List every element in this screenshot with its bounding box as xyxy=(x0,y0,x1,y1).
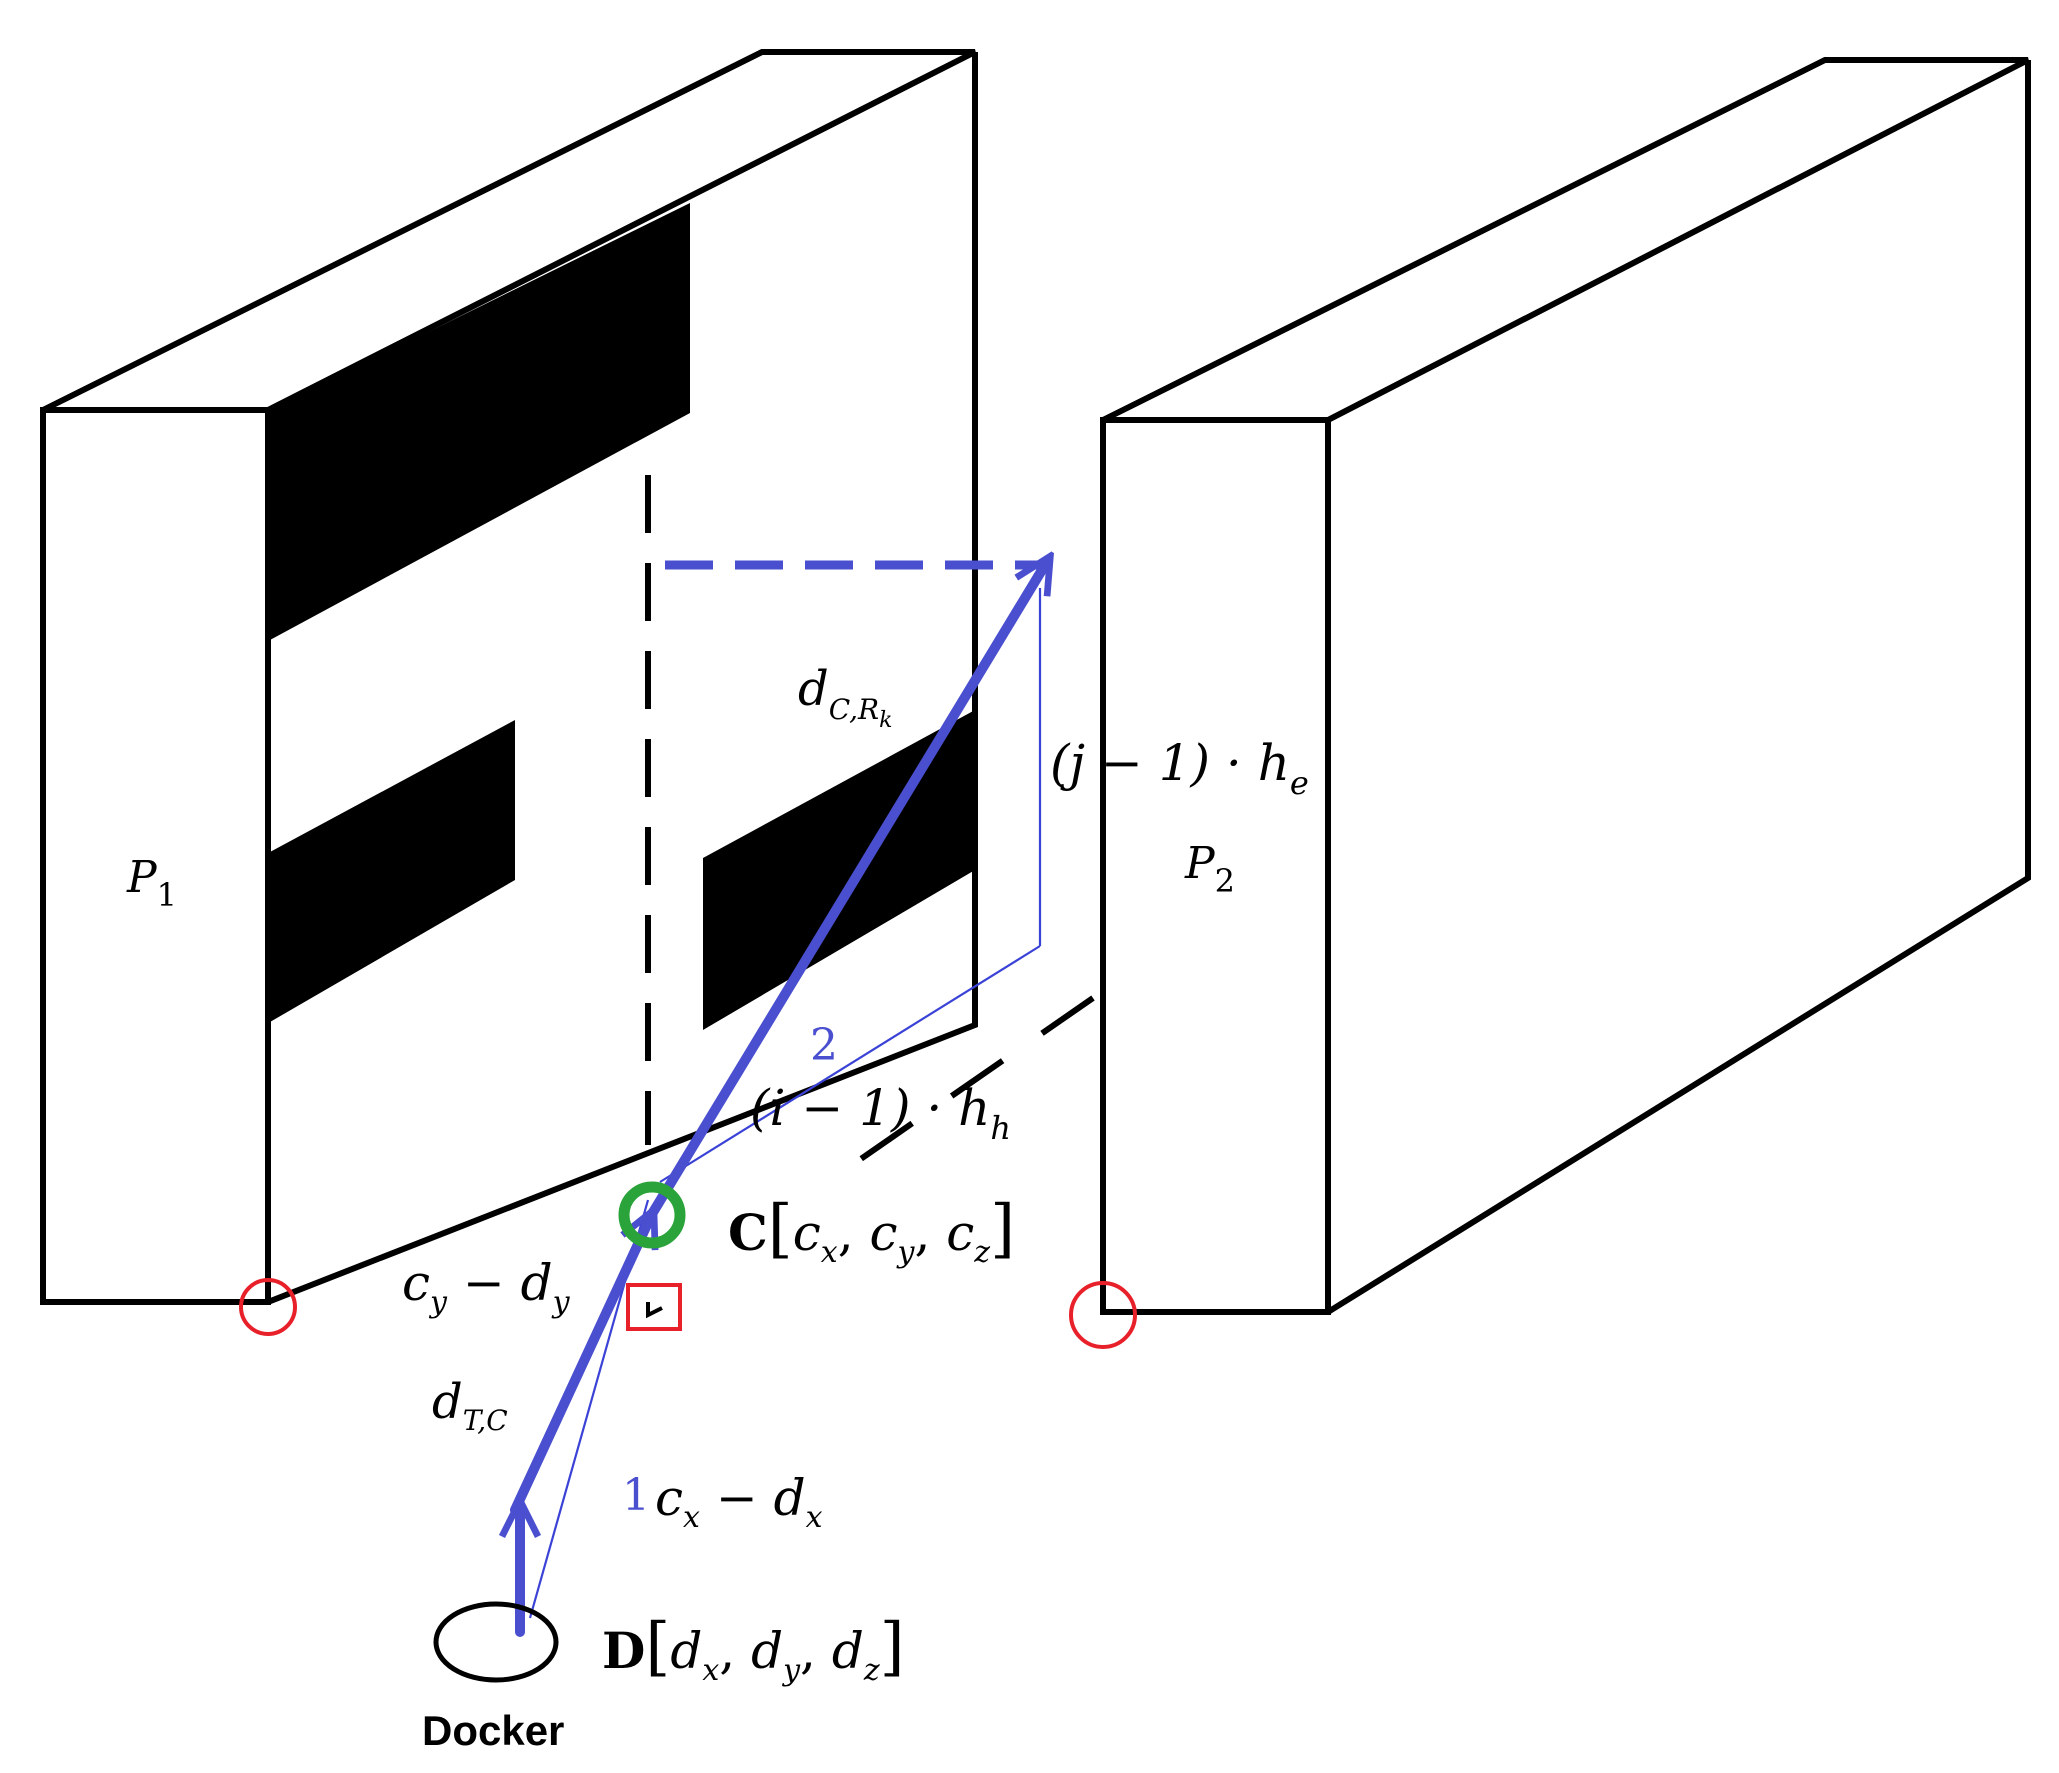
label-docker: Docker xyxy=(422,1707,564,1754)
label-point-c: C[cx, cy, cz] xyxy=(728,1192,1015,1270)
right-angle-mark xyxy=(646,1302,663,1319)
shelf-p2-back-edge xyxy=(1326,60,2031,1315)
rack-upper xyxy=(270,203,690,640)
label-step-2: 2 xyxy=(810,1020,838,1071)
shelf-p2-top-face xyxy=(1101,57,2030,423)
label-d-t-c: dT,C xyxy=(432,1374,508,1437)
shelf-p1-back-edge xyxy=(266,52,978,1305)
label-p1: P1 xyxy=(126,852,177,914)
rack-middle-left xyxy=(270,720,515,1022)
red-origin-marker-p2 xyxy=(1069,1281,1137,1349)
arrow-d-t-c xyxy=(510,1214,652,1515)
label-cx-dx: cx − dx xyxy=(655,1469,823,1535)
dashed-aisle-line xyxy=(853,995,1095,1166)
route-arrows xyxy=(510,560,1048,1637)
red-origin-marker-p1 xyxy=(239,1278,297,1336)
label-step-1: 1 xyxy=(622,1470,650,1521)
shelf-p2 xyxy=(1100,57,2031,1315)
horizontal-offset-line xyxy=(659,945,1041,1183)
docker-ellipse xyxy=(433,1601,559,1683)
shelf-p1 xyxy=(40,49,978,1305)
label-d-c-rk: dC,Rk xyxy=(798,661,893,733)
label-point-d: D[dx, dy, dz] xyxy=(602,1610,905,1688)
red-square-marker xyxy=(626,1283,682,1331)
label-j-he: (j − 1) · he xyxy=(1050,734,1309,802)
arrow-d-c-rk xyxy=(647,560,1048,1219)
label-p2: P2 xyxy=(1184,838,1235,900)
rack-middle-right xyxy=(703,710,975,1030)
label-cy-dy: cy − dy xyxy=(402,1254,571,1320)
green-point-c-marker xyxy=(618,1181,686,1249)
label-i-hh: (i − 1) · hh xyxy=(750,1079,1011,1147)
